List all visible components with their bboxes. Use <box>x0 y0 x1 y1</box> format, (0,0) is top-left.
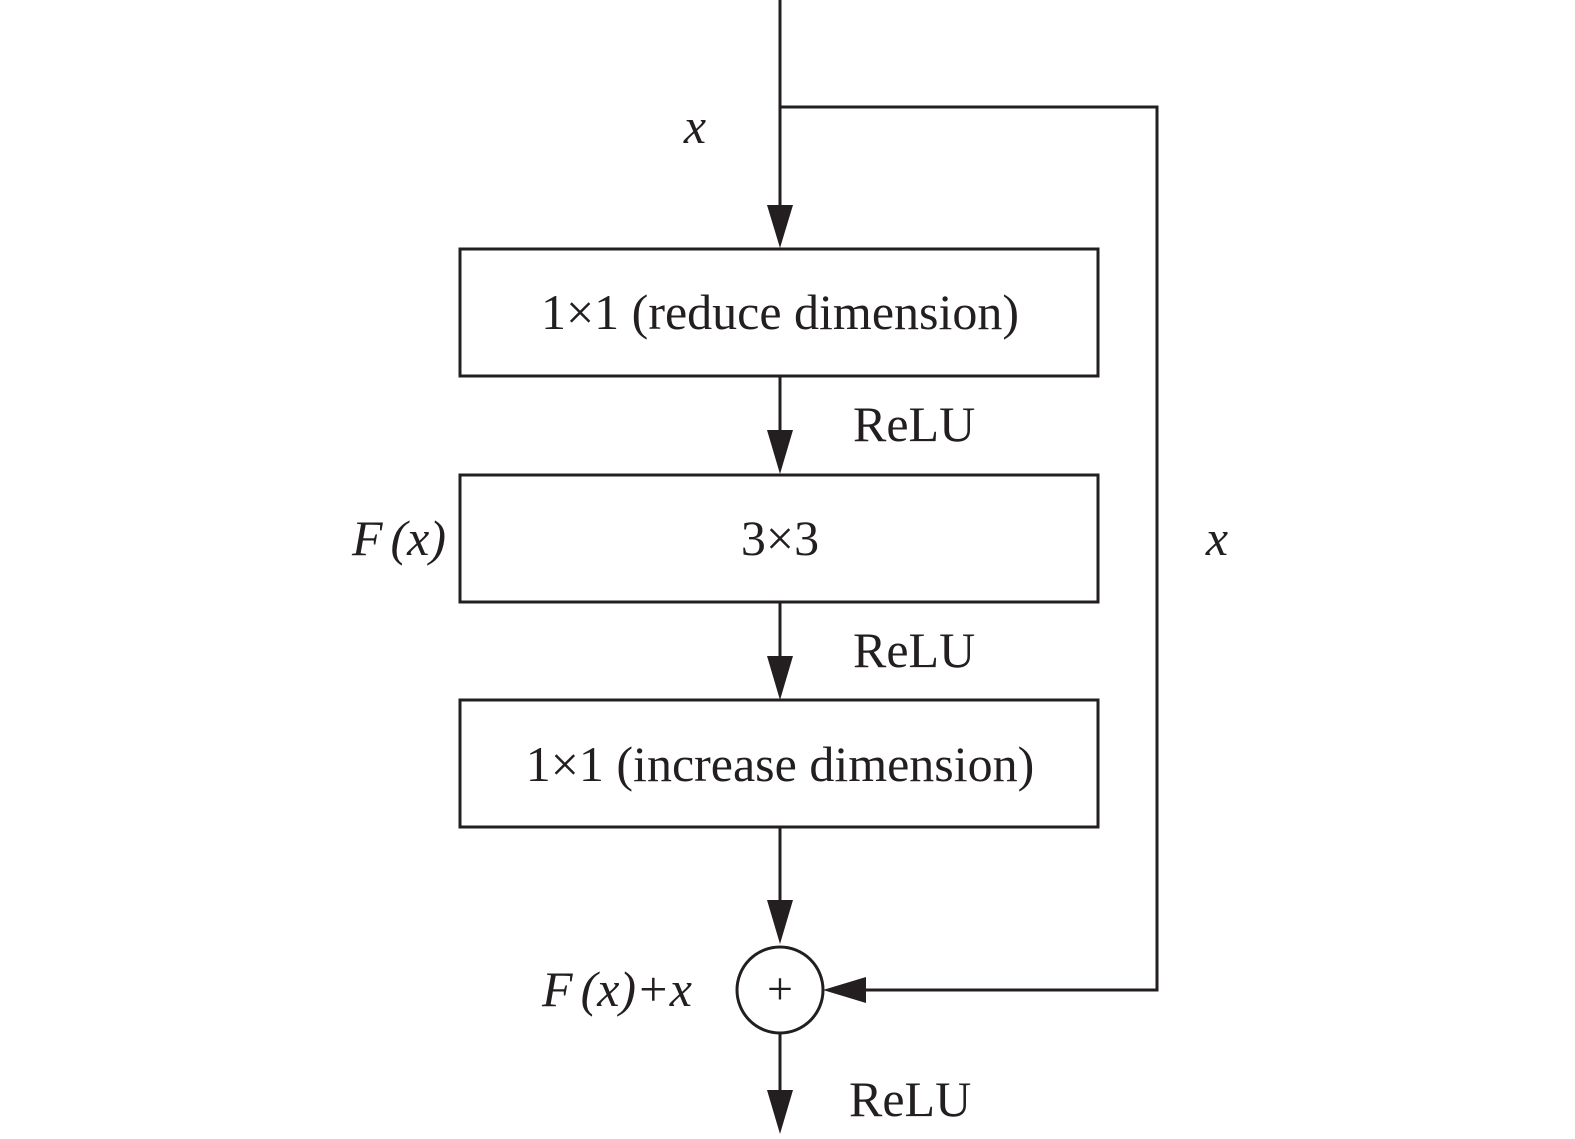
residual-label-arg: (x) <box>391 510 447 566</box>
conv3x3-label: 3×3 <box>741 510 819 566</box>
output-arrowhead <box>767 1090 793 1134</box>
residual-label-f: F <box>351 510 383 566</box>
skip-connection-label: x <box>1205 510 1228 566</box>
reduce-dimension-label: 1×1 (reduce dimension) <box>541 284 1019 340</box>
relu-label-1: ReLU <box>853 396 975 452</box>
sum-output-label: F(x)+x <box>541 961 692 1017</box>
increase-dimension-label: 1×1 (increase dimension) <box>526 736 1035 792</box>
skip-connection-arrowhead <box>823 977 866 1003</box>
reduce-dimension-box <box>458 247 1100 378</box>
arrowhead-2 <box>767 656 793 700</box>
residual-function-label: F(x) <box>351 510 446 566</box>
input-arrowhead <box>767 205 793 248</box>
sum-label-rest: (x)+x <box>581 961 692 1017</box>
skip-connection-line <box>780 105 1159 992</box>
input-label: x <box>683 98 706 154</box>
addition-symbol: + <box>767 963 793 1014</box>
arrowhead-3 <box>767 900 793 944</box>
arrowhead-1 <box>767 430 793 474</box>
relu-label-3: ReLU <box>849 1071 971 1127</box>
conv3x3-box <box>458 473 1100 604</box>
increase-dimension-box <box>458 698 1100 829</box>
relu-label-2: ReLU <box>853 622 975 678</box>
sum-label-f: F <box>541 961 573 1017</box>
